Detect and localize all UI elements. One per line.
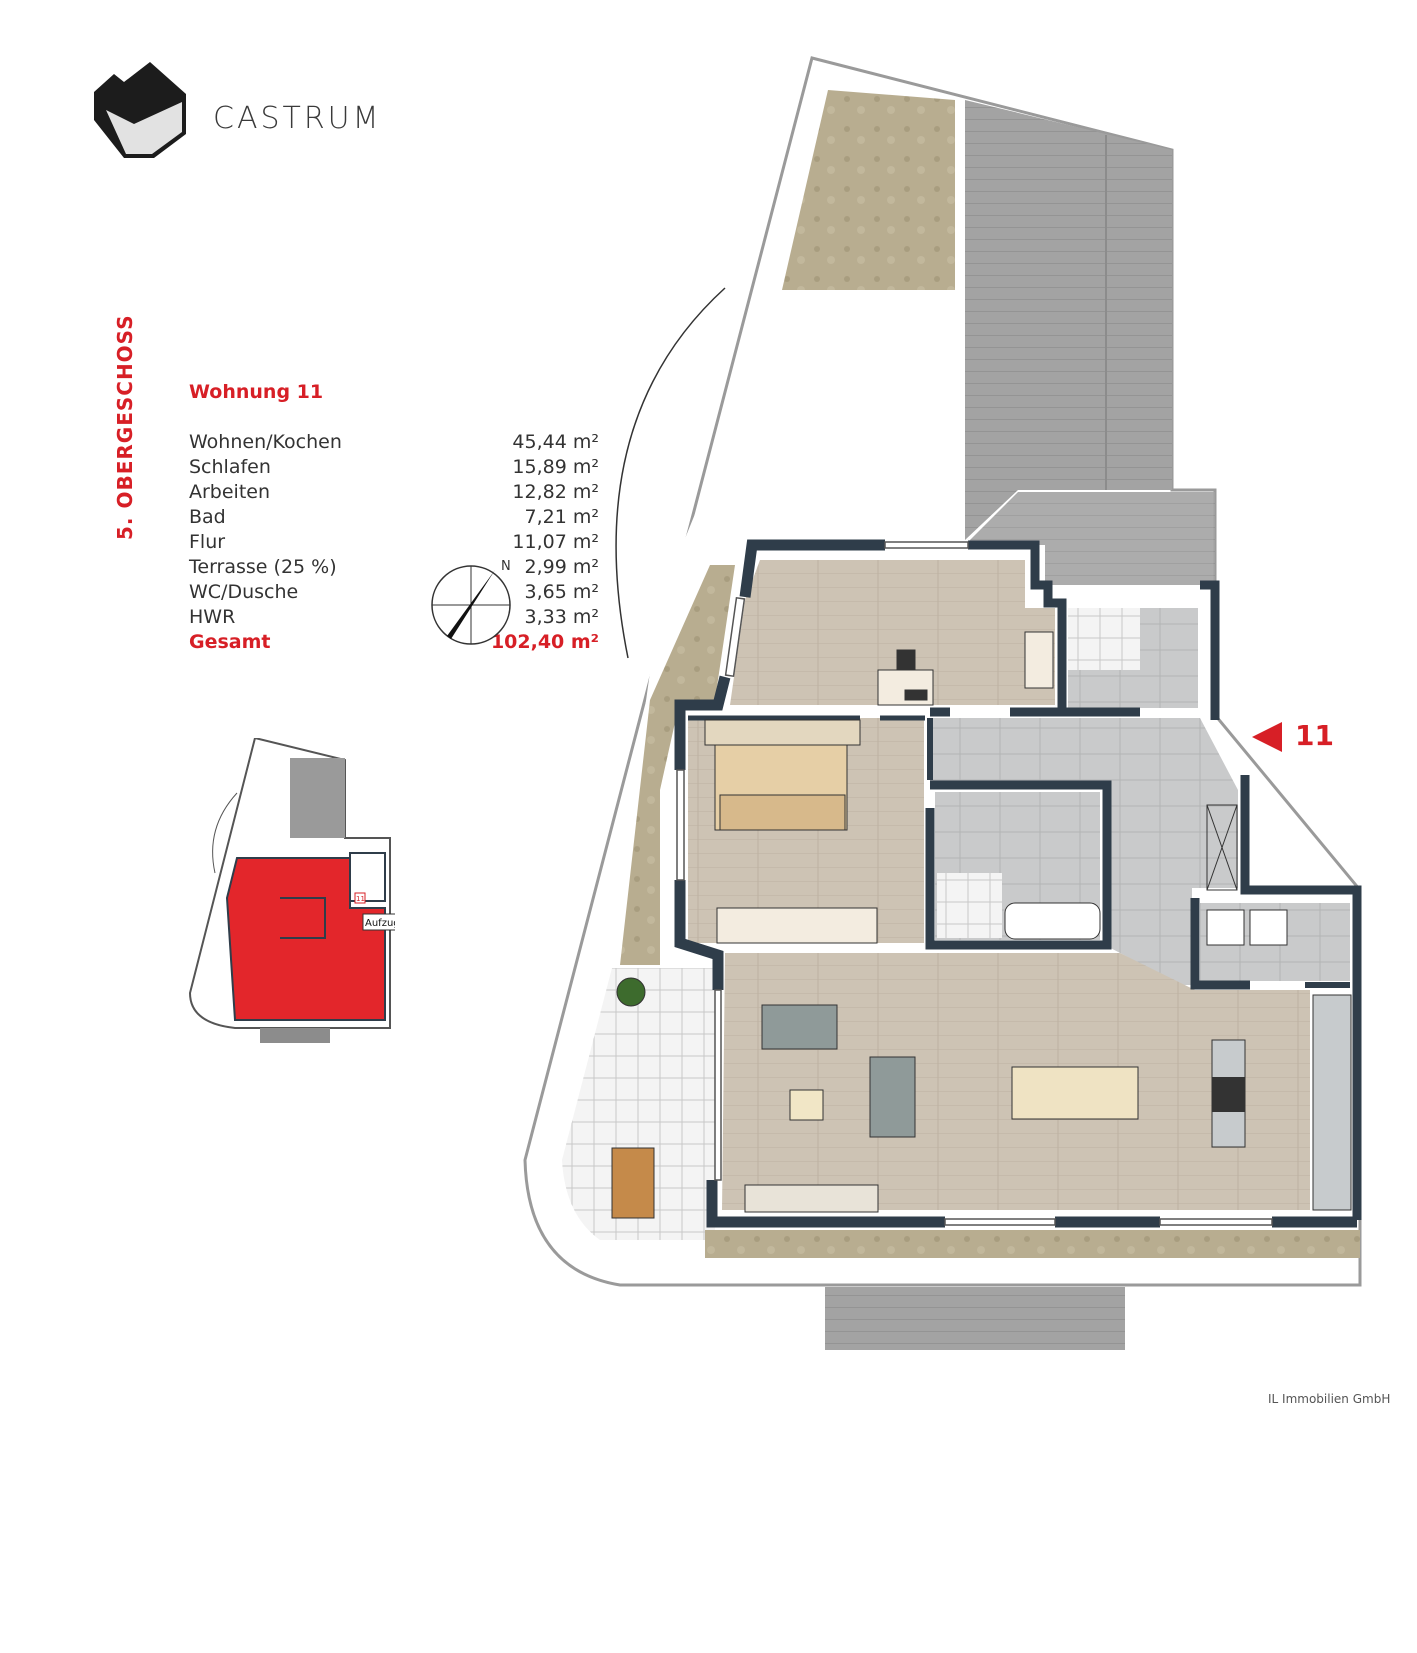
- lowboard: [744, 1184, 879, 1213]
- copyright: IL Immobilien GmbH: [1268, 1392, 1391, 1406]
- floor-plan: [523, 56, 1362, 1350]
- kitchen-counter: [1312, 994, 1352, 1211]
- minimap-elevator-label: Aufzug: [365, 918, 395, 929]
- compass-north-label: N: [501, 559, 511, 574]
- terrace: [562, 968, 715, 1240]
- terrace-table: [611, 1147, 655, 1219]
- dining-table: [1011, 1066, 1139, 1120]
- shower-bad: [937, 873, 1002, 938]
- minimap-stair-label: 11: [356, 895, 365, 903]
- compass-main-icon: N: [431, 559, 511, 645]
- walls: [674, 539, 1362, 1228]
- terrace-strip-south: [705, 1230, 1360, 1258]
- entry-arrow-icon: [1252, 722, 1282, 752]
- cooktop: [1212, 1077, 1245, 1112]
- wardrobe: [716, 907, 878, 944]
- bed: [704, 719, 861, 831]
- building-overview-map: 11 Aufzug: [188, 738, 395, 1043]
- washer-b: [1249, 909, 1288, 946]
- brand-name: CASTRUM: [213, 101, 382, 136]
- green-roof-west: [620, 565, 735, 965]
- unit-title: Wohnung 11: [189, 381, 324, 403]
- washer-a: [1206, 909, 1245, 946]
- entry-number: 11: [1295, 719, 1334, 752]
- terrace-plant: [616, 977, 646, 1007]
- white-patio: [782, 296, 955, 541]
- shaft: [1206, 804, 1238, 891]
- shower-wc: [1068, 608, 1140, 670]
- compass-widget: [425, 1553, 521, 1649]
- green-roof-left: [782, 90, 955, 290]
- desk: [877, 631, 1054, 706]
- floor-label: 5. OBERGESCHOSS: [113, 314, 137, 540]
- sofa-a: [761, 1004, 838, 1050]
- coffee-table: [789, 1089, 824, 1121]
- brand-logo: [94, 62, 186, 158]
- sofa-b: [869, 1056, 916, 1138]
- stair-roof: [965, 492, 1215, 585]
- roof-area: [965, 100, 1172, 540]
- room-row: Terrasse (25 %)2,99: [189, 555, 599, 580]
- windows: [676, 541, 1273, 1226]
- room-arbeiten: [730, 560, 1055, 705]
- bathtub: [1004, 902, 1101, 940]
- roof-south: [825, 1287, 1125, 1350]
- canopy-curve: [615, 287, 726, 659]
